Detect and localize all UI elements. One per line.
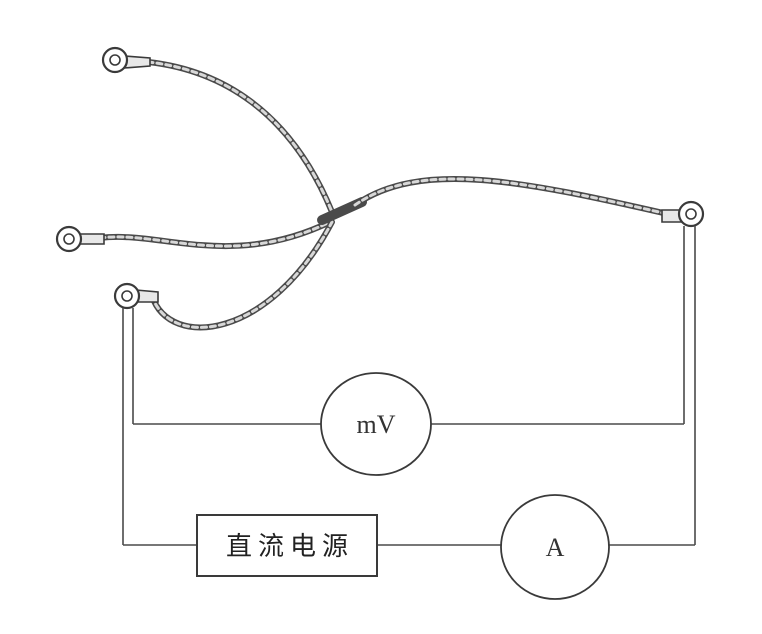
voltmeter-label: mV	[357, 410, 396, 439]
millivoltmeter: mV	[320, 372, 432, 476]
terminal-lower-left	[113, 282, 159, 310]
terminal-right	[661, 200, 705, 228]
wire-bundle	[97, 59, 675, 331]
terminal-top-left	[101, 46, 151, 74]
terminal-middle-left	[55, 225, 105, 253]
circuit-wiring	[122, 226, 696, 546]
dc-power-supply: 直流电源	[196, 514, 378, 577]
power-supply-label: 直流电源	[226, 532, 354, 562]
ammeter-label: A	[546, 533, 565, 562]
ammeter: A	[500, 494, 610, 600]
